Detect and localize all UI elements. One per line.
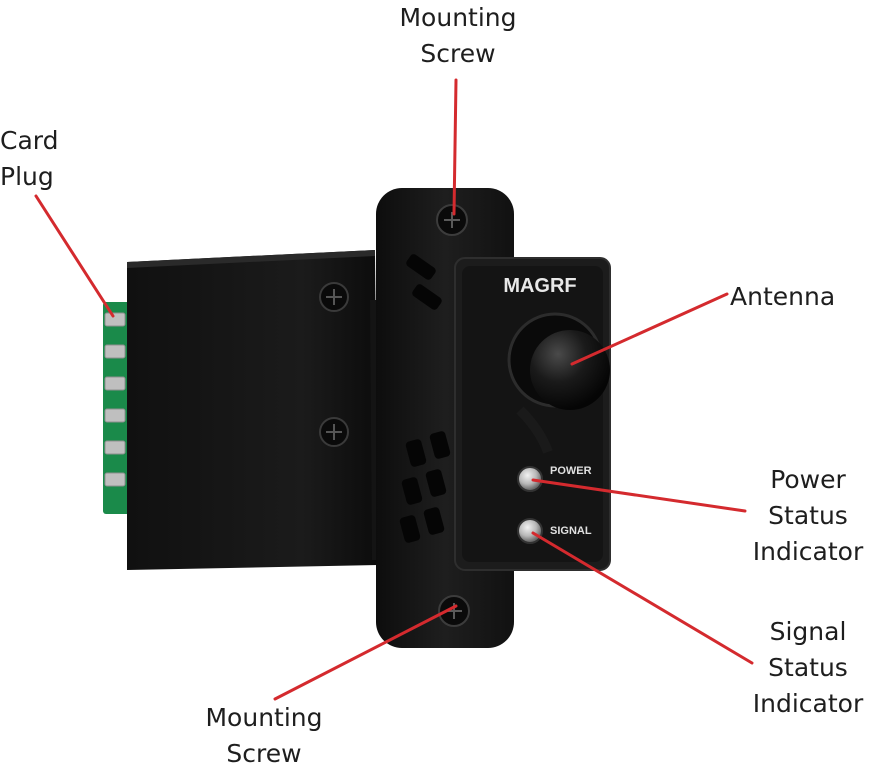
callout-card-plug bbox=[34, 194, 115, 318]
callout-bottom-screw bbox=[273, 604, 458, 701]
label-line: Power bbox=[770, 465, 846, 494]
label-line: Indicator bbox=[752, 537, 864, 566]
callout-signal bbox=[531, 531, 754, 665]
callout-power bbox=[531, 478, 747, 513]
label-line: Mounting bbox=[399, 3, 517, 32]
label-line: Indicator bbox=[752, 689, 864, 718]
body-screw-icon bbox=[319, 282, 349, 447]
label-line: Status bbox=[768, 653, 848, 682]
power-led-label: POWER bbox=[550, 465, 592, 477]
label-line: Signal bbox=[769, 617, 847, 646]
label-line: Antenna bbox=[730, 282, 836, 311]
mounting-screw-bottom-icon bbox=[438, 595, 470, 627]
antenna bbox=[507, 312, 610, 454]
label-line: Screw bbox=[420, 39, 496, 68]
label-power-status-indicator: Power Status Indicator bbox=[740, 462, 876, 570]
callout-lines bbox=[34, 78, 754, 701]
label-mounting-screw-top: Mounting Screw bbox=[378, 0, 538, 72]
label-line: Screw bbox=[226, 739, 302, 768]
callout-antenna bbox=[570, 292, 729, 366]
card-plug-pcb bbox=[103, 302, 131, 514]
power-led bbox=[517, 466, 543, 492]
label-signal-status-indicator: Signal Status Indicator bbox=[740, 614, 876, 722]
label-antenna: Antenna bbox=[730, 279, 860, 315]
signal-led bbox=[517, 518, 543, 544]
callout-top-screw bbox=[452, 78, 458, 216]
brand-logo: MAGRF bbox=[503, 275, 576, 297]
device-body bbox=[127, 250, 378, 570]
label-line: Plug bbox=[0, 162, 54, 191]
label-line: Status bbox=[768, 501, 848, 530]
signal-led-label: SIGNAL bbox=[550, 525, 592, 537]
mounting-screw-top-icon bbox=[436, 204, 468, 236]
label-mounting-screw-bottom: Mounting Screw bbox=[184, 700, 344, 772]
label-line: Card bbox=[0, 126, 59, 155]
label-line: Mounting bbox=[205, 703, 323, 732]
label-card-plug: Card Plug bbox=[0, 123, 74, 195]
